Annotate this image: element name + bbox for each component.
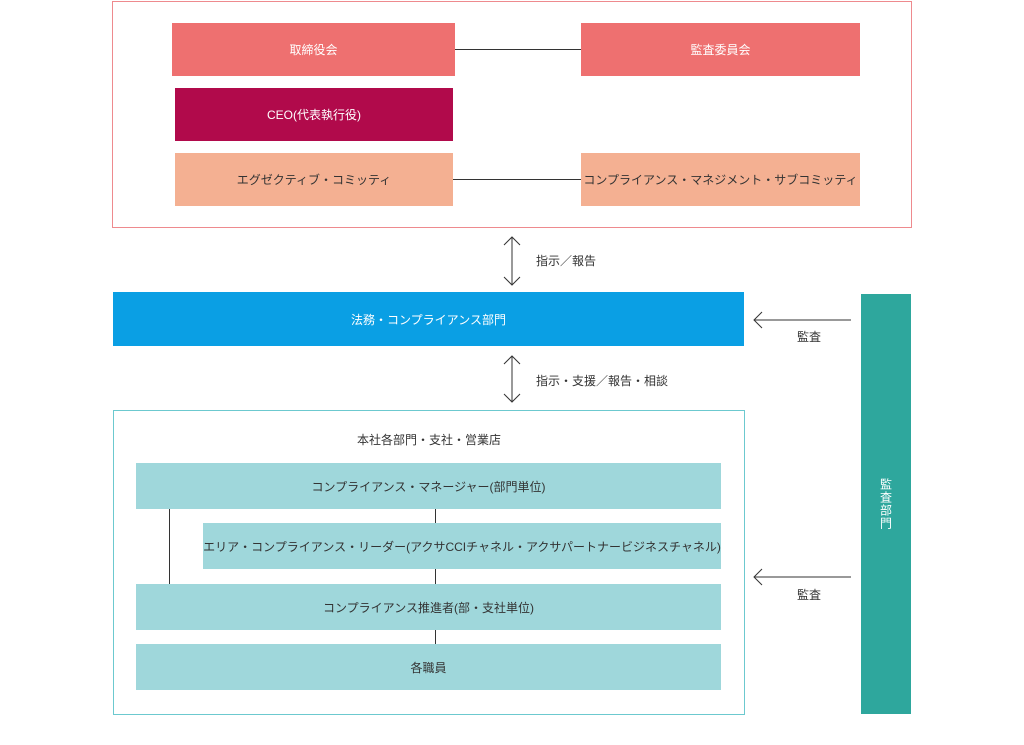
audit-label-upper: 監査 [797, 330, 822, 344]
area-promoter-connector [435, 569, 436, 584]
board-audit-connector [455, 49, 581, 50]
governance-frame [112, 1, 912, 228]
double-arrow-icon [503, 355, 521, 403]
audit-committee-box: 監査委員会 [581, 23, 860, 76]
audit-label-lower: 監査 [797, 588, 822, 602]
arrow2-label: 指示・支援／報告・相談 [536, 374, 669, 388]
arrow1-label: 指示／報告 [536, 254, 597, 268]
left-arrow-icon [753, 311, 851, 329]
area-leader-box: エリア・コンプライアンス・リーダー(アクサCCIチャネル・アクサパートナービジネ… [203, 523, 721, 569]
board-label: 取締役会 [289, 43, 338, 57]
area-leader-label: エリア・コンプライアンス・リーダー(アクサCCIチャネル・アクサパートナービジネ… [203, 539, 721, 554]
compliance-manager-label: コンプライアンス・マネージャー(部門単位) [311, 479, 546, 494]
audit-department-box: 監査部門 [861, 294, 911, 714]
executive-committee-label: エグゼクティブ・コミッティ [236, 173, 392, 187]
compliance-subcommittee-box: コンプライアンス・マネジメント・サブコミッティ [581, 153, 860, 206]
audit-department-label: 監査部門 [878, 478, 893, 530]
left-arrow-icon [753, 568, 851, 586]
ceo-box: CEO(代表執行役) [175, 88, 453, 141]
ceo-label: CEO(代表執行役) [267, 108, 361, 122]
compliance-promoter-label: コンプライアンス推進者(部・支社単位) [323, 600, 534, 615]
compliance-promoter-box: コンプライアンス推進者(部・支社単位) [136, 584, 721, 630]
staff-label: 各職員 [410, 660, 447, 675]
executive-committee-box: エグゼクティブ・コミッティ [175, 153, 453, 206]
manager-area-connector [435, 509, 436, 523]
promoter-staff-connector [435, 630, 436, 644]
branch-frame [113, 410, 745, 715]
compliance-subcommittee-label: コンプライアンス・マネジメント・サブコミッティ [583, 173, 858, 187]
exec-subcommittee-connector [453, 179, 581, 180]
manager-promoter-side-connector [169, 509, 170, 584]
legal-compliance-box: 法務・コンプライアンス部門 [113, 292, 744, 346]
legal-compliance-label: 法務・コンプライアンス部門 [351, 312, 506, 327]
compliance-manager-box: コンプライアンス・マネージャー(部門単位) [136, 463, 721, 509]
branch-title: 本社各部門・支社・営業店 [356, 433, 501, 447]
audit-committee-label: 監査委員会 [690, 43, 751, 57]
staff-box: 各職員 [136, 644, 721, 690]
double-arrow-icon [503, 236, 521, 286]
board-box: 取締役会 [172, 23, 455, 76]
